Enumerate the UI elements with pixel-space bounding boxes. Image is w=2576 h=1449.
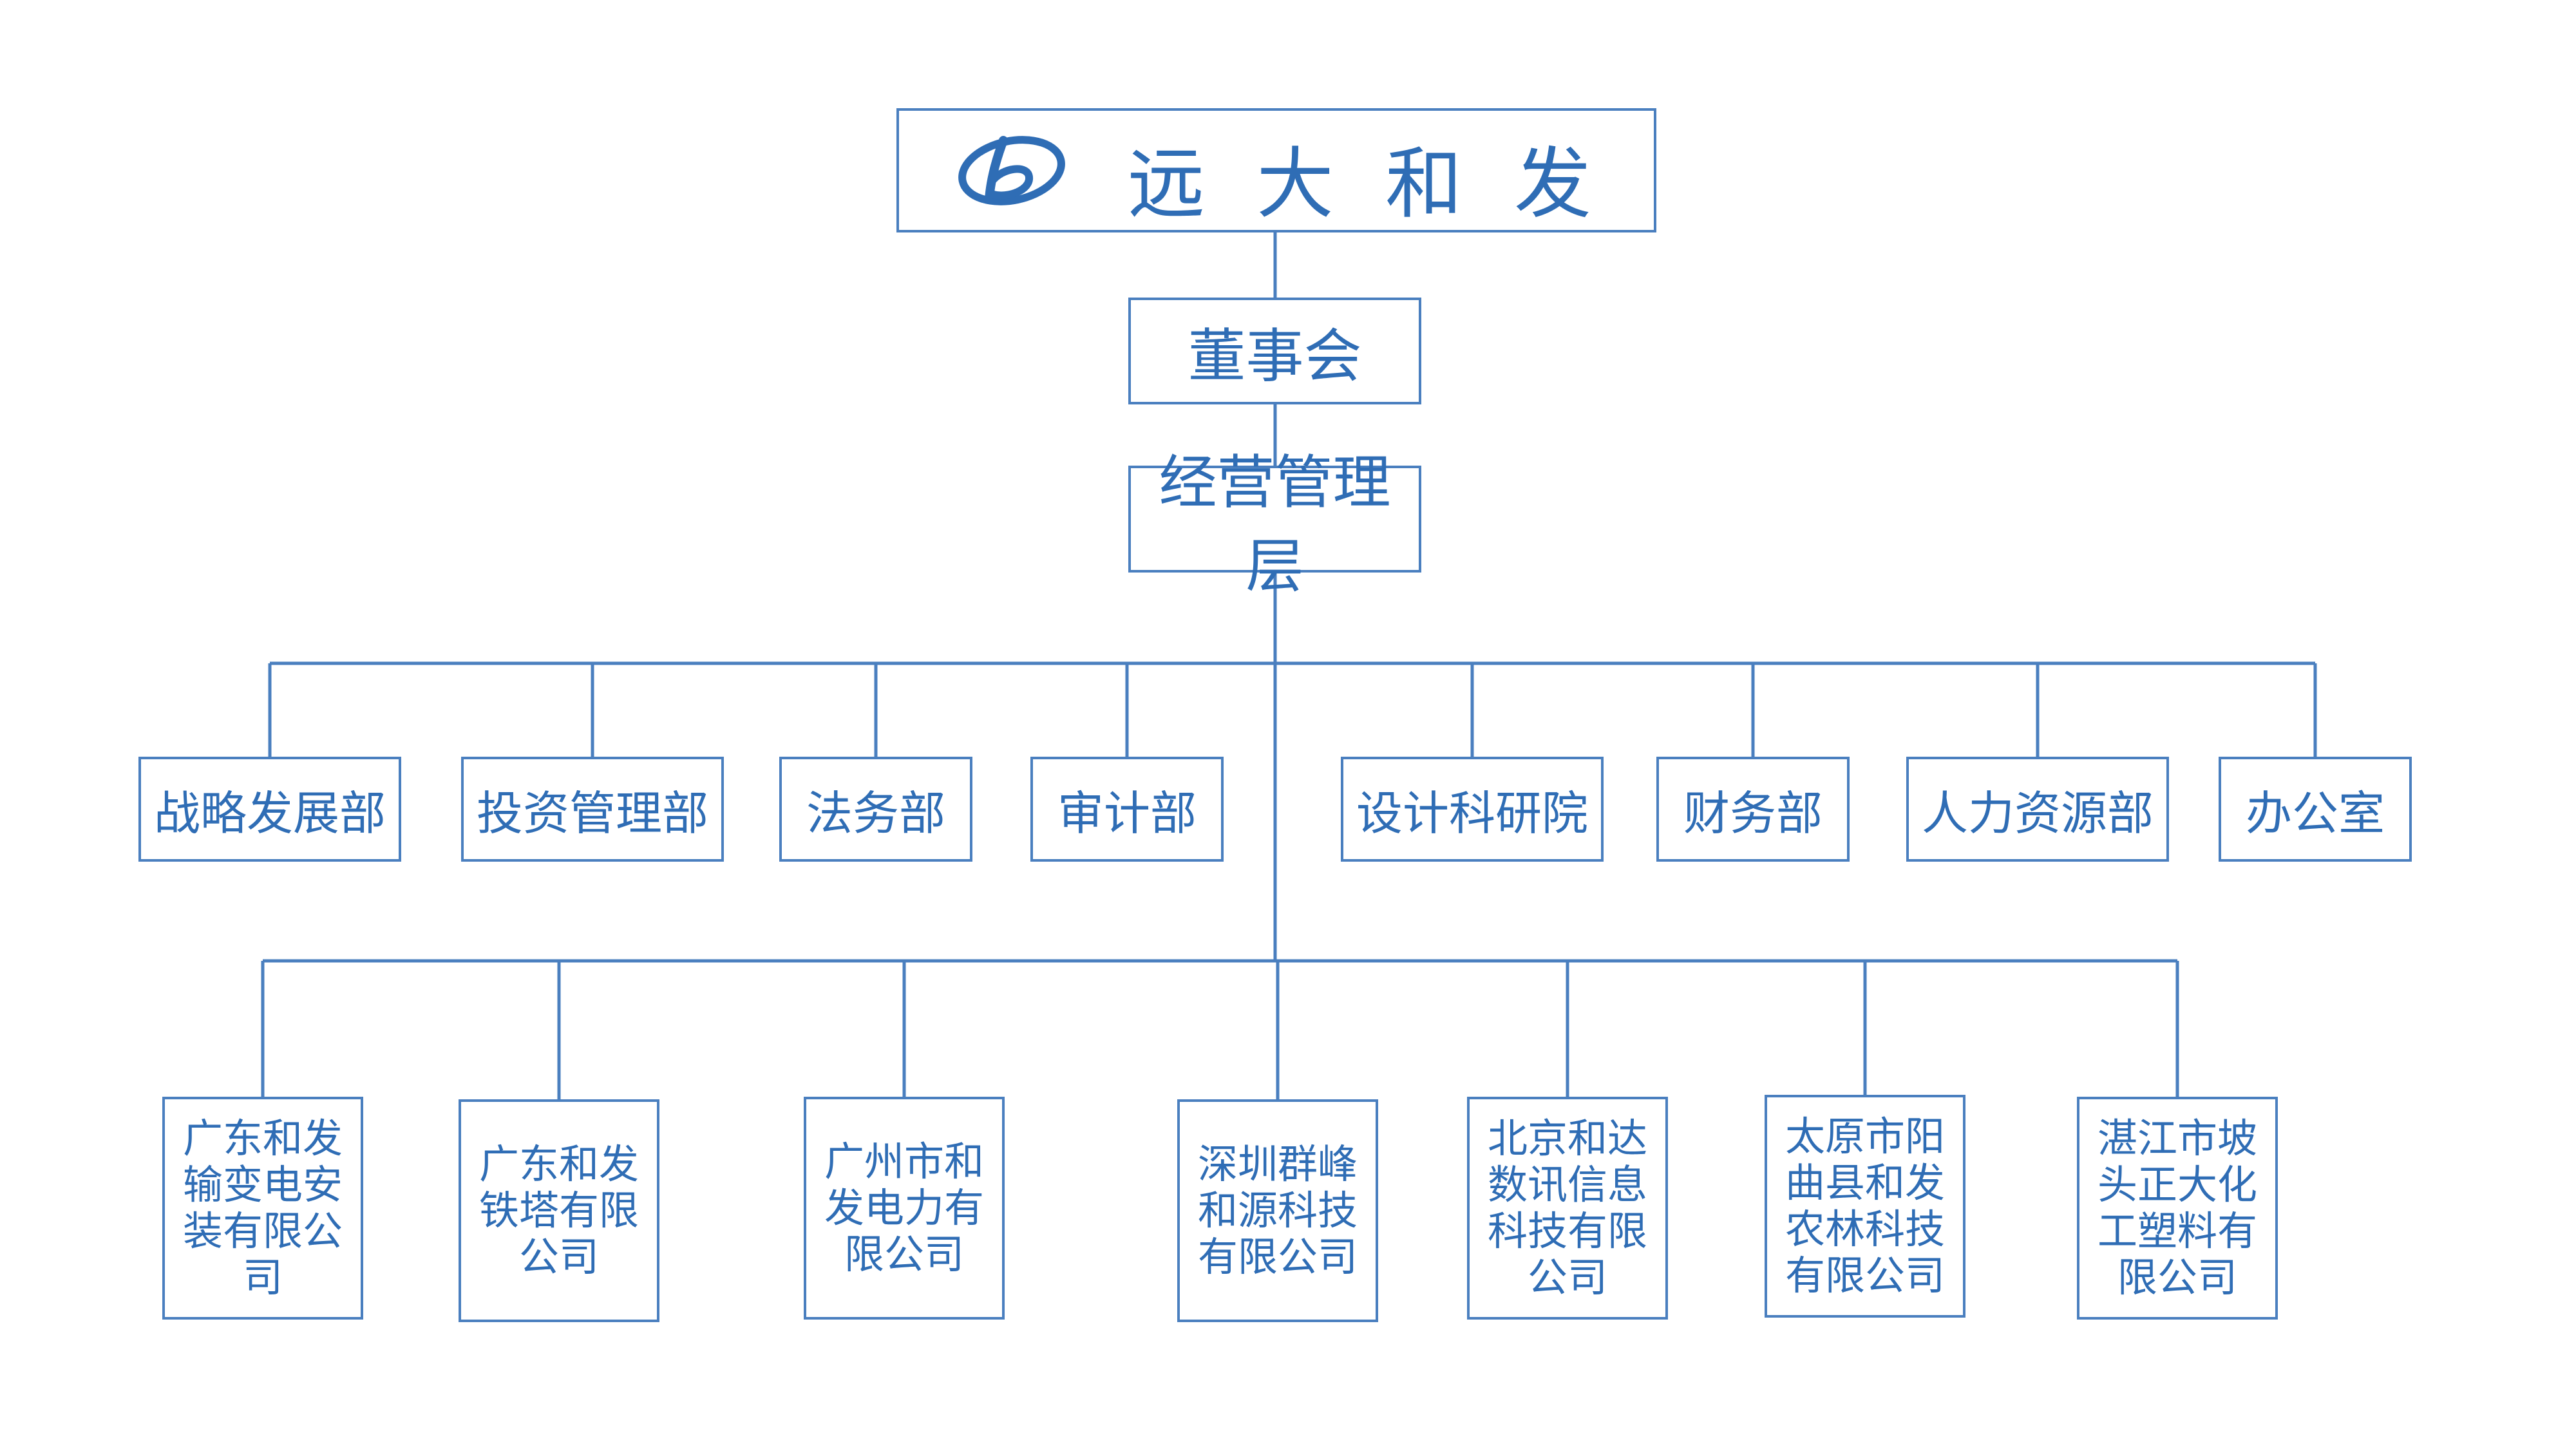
subsidiary-label-line: 曲县和发 xyxy=(1785,1159,1945,1206)
department-label: 财务部 xyxy=(1683,786,1823,840)
subsidiary-label-line: 和源科技 xyxy=(1197,1187,1358,1234)
subsidiary-label-line: 限公司 xyxy=(844,1231,964,1278)
board-label: 董事会 xyxy=(1188,323,1362,390)
subsidiary-label-line: 有限公司 xyxy=(1785,1252,1945,1299)
department-label: 审计部 xyxy=(1057,786,1197,840)
subsidiary-label-line: 数讯信息 xyxy=(1487,1161,1647,1208)
subsidiary-node: 广东和发输变电安装有限公司 xyxy=(162,1097,363,1320)
subsidiary-node: 太原市阳曲县和发农林科技有限公司 xyxy=(1765,1095,1965,1318)
management-label: 经营管理层 xyxy=(1159,449,1391,600)
company-name: 远大和发 xyxy=(1128,140,1643,229)
subsidiary-label-line: 司 xyxy=(242,1254,283,1301)
subsidiary-label-line: 北京和达 xyxy=(1487,1115,1647,1162)
department-label: 法务部 xyxy=(806,786,945,840)
subsidiary-label-line: 深圳群峰 xyxy=(1197,1141,1358,1188)
subsidiary-node: 北京和达数讯信息科技有限公司 xyxy=(1467,1097,1668,1320)
department-node: 人力资源部 xyxy=(1906,757,2169,862)
department-label: 投资管理部 xyxy=(476,786,708,840)
subsidiary-label-line: 太原市阳 xyxy=(1785,1113,1945,1160)
subsidiary-label-line: 公司 xyxy=(518,1233,599,1280)
subsidiary-label-line: 科技有限 xyxy=(1487,1208,1647,1255)
board-node: 董事会 xyxy=(1128,298,1421,404)
department-label: 设计科研院 xyxy=(1356,786,1588,840)
subsidiary-label-line: 工塑料有 xyxy=(2097,1208,2257,1255)
subsidiary-label-line: 公司 xyxy=(1527,1254,1607,1301)
subsidiary-node: 广东和发铁塔有限公司 xyxy=(459,1099,659,1322)
subsidiary-label-line: 铁塔有限 xyxy=(478,1187,639,1234)
department-label: 人力资源部 xyxy=(1921,786,2154,840)
subsidiary-label-line: 装有限公 xyxy=(182,1208,343,1255)
subsidiary-label-line: 有限公司 xyxy=(1197,1233,1358,1280)
subsidiary-label-line: 农林科技 xyxy=(1785,1206,1945,1253)
subsidiary-label-line: 输变电安 xyxy=(182,1161,343,1208)
department-node: 投资管理部 xyxy=(461,757,724,862)
subsidiary-node: 湛江市坡头正大化工塑料有限公司 xyxy=(2077,1097,2278,1320)
subsidiary-node: 深圳群峰和源科技有限公司 xyxy=(1177,1099,1378,1322)
department-node: 法务部 xyxy=(779,757,972,862)
department-node: 财务部 xyxy=(1656,757,1850,862)
department-node: 设计科研院 xyxy=(1341,757,1604,862)
department-label: 战略发展部 xyxy=(153,786,386,840)
subsidiary-label-line: 头正大化 xyxy=(2097,1161,2257,1208)
subsidiary-label-line: 限公司 xyxy=(2117,1254,2237,1301)
management-node: 经营管理层 xyxy=(1128,449,1421,600)
subsidiary-node: 广州市和发电力有限公司 xyxy=(804,1097,1005,1320)
department-node: 审计部 xyxy=(1030,757,1224,862)
company-logo-box: 远大和发 xyxy=(896,108,1656,232)
subsidiary-label-line: 发电力有 xyxy=(824,1184,984,1231)
subsidiary-label-line: 湛江市坡 xyxy=(2097,1115,2257,1162)
company-logo-icon xyxy=(958,136,1065,205)
subsidiary-label-line: 广东和发 xyxy=(478,1141,639,1188)
department-node: 办公室 xyxy=(2219,757,2412,862)
subsidiary-label-line: 广东和发 xyxy=(182,1115,343,1162)
department-label: 办公室 xyxy=(2245,786,2385,840)
subsidiary-label-line: 广州市和 xyxy=(824,1138,984,1185)
department-node: 战略发展部 xyxy=(138,757,401,862)
